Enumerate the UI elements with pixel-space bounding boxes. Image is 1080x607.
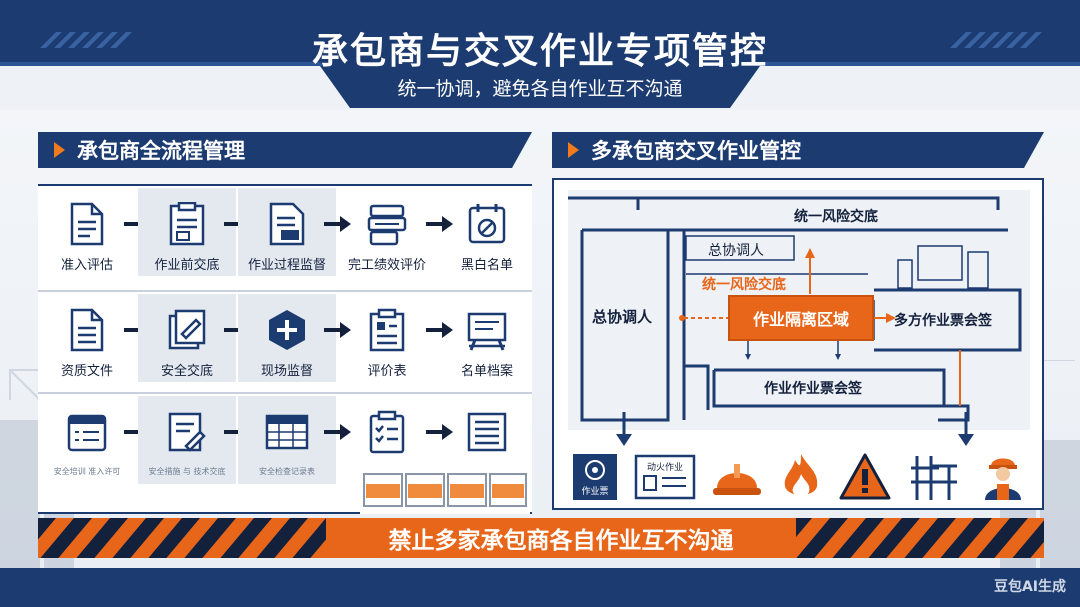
coordinator-label-small: 总协调人 xyxy=(708,243,764,259)
clipboard-checklist-icon xyxy=(365,410,409,454)
flow-step-label: 安全检查记录表 xyxy=(259,467,315,476)
notice-board-icon: 动火作业 xyxy=(632,450,698,504)
flow-step-label: 安全交底 xyxy=(160,364,213,379)
page-title: 承包商与交叉作业专项管控 xyxy=(311,31,768,72)
flow-step-label: 作业过程监督 xyxy=(247,258,326,273)
flow-step: 评价表 xyxy=(338,294,436,382)
isolation-zone-box: 作业隔离区域 xyxy=(728,295,874,341)
evaluation-stack-icon xyxy=(365,202,409,246)
arrow-right-icon xyxy=(324,424,351,440)
evaluation-form-icon xyxy=(365,308,409,352)
flow-row-3: 安全培训 准入许可 安全措施 与 技术交底 安全检查记录表 xyxy=(38,396,532,484)
warning-triangle-icon xyxy=(838,450,892,504)
flow-step-label: 评价表 xyxy=(367,364,407,379)
flow-step: 作业过程监督 xyxy=(238,188,336,276)
unified-risk-label: 统一风险交底 xyxy=(794,209,878,225)
flow-step: 黑白名单 xyxy=(438,188,536,276)
flow-step: 安全交底 xyxy=(138,294,236,382)
roster-board-icon xyxy=(465,308,509,352)
list-document-icon xyxy=(465,410,509,454)
arrow-right-icon xyxy=(426,424,453,440)
left-section-title: 承包商全流程管理 xyxy=(77,139,245,163)
flow-row-2: 资质文件 安全交底 现场监督 评价表 xyxy=(38,294,532,382)
qualification-document-icon xyxy=(65,308,109,352)
unified-risk-label-orange: 统一风险交底 xyxy=(702,277,786,293)
flow-step: 作业前交底 xyxy=(138,188,236,276)
flow-step xyxy=(438,396,536,484)
flow-step: 安全措施 与 技术交底 xyxy=(138,396,236,484)
plan-down-arrows xyxy=(616,412,974,446)
flow-step-label: 完工绩效评价 xyxy=(347,258,426,273)
arrow-bullet-icon xyxy=(54,142,65,158)
blacklist-calendar-icon xyxy=(465,202,509,246)
page-subtitle: 统一协调，避免各自作业互不沟通 xyxy=(397,78,683,100)
briefing-document-icon xyxy=(165,202,209,246)
arrow-right-icon xyxy=(426,216,453,232)
hard-hat-icon xyxy=(710,450,764,504)
flow-step-label: 资质文件 xyxy=(60,364,113,379)
floor-plan-walls xyxy=(568,196,1022,422)
row-divider xyxy=(38,392,532,394)
arrow-right-icon xyxy=(426,322,453,338)
footer-bar xyxy=(0,568,1080,607)
worker-icon xyxy=(976,450,1030,504)
inspection-table-icon xyxy=(265,410,309,454)
flow-step-label: 黑白名单 xyxy=(460,258,513,273)
work-ticket-label: 作业作业票会签 xyxy=(764,381,862,397)
flow-step: 完工绩效评价 xyxy=(338,188,436,276)
header-banner: 承包商与交叉作业专项管控 统一协调，避免各自作业互不沟通 xyxy=(0,0,1080,110)
safety-briefing-icon xyxy=(165,308,209,352)
flow-step-label: 名单档案 xyxy=(460,364,513,379)
coordinator-label-large: 总协调人 xyxy=(592,308,653,326)
flow-step: 资质文件 xyxy=(38,294,136,382)
checklist-document-icon xyxy=(265,202,309,246)
flow-step: 准入评估 xyxy=(38,188,136,276)
cross-operation-panel: 统一风险交底 总协调人 总协调人 统一风险交底 作业隔离区域 多方作业票会签 作… xyxy=(552,178,1044,510)
arrow-right-icon xyxy=(324,322,351,338)
flow-step: 安全检查记录表 xyxy=(238,396,336,484)
document-icon xyxy=(65,202,109,246)
training-calendar-icon xyxy=(65,410,109,454)
fire-icon xyxy=(774,450,828,504)
flow-step: 现场监督 xyxy=(238,294,336,382)
flow-step-label: 现场监督 xyxy=(260,364,313,379)
warning-banner: 禁止多家承包商各自作业互不沟通 xyxy=(38,518,1044,558)
hazard-icon-row: 作业票 动火作业 xyxy=(568,450,1030,506)
arrow-right-icon xyxy=(324,216,351,232)
right-section-heading: 多承包商交叉作业管控 xyxy=(552,132,1044,168)
ai-watermark: 豆包AI生成 xyxy=(993,579,1066,595)
flow-step: 名单档案 xyxy=(438,294,536,382)
flow-step-label: 准入评估 xyxy=(60,258,113,273)
measures-document-icon xyxy=(165,410,209,454)
contractor-flow-panel: 准入评估 作业前交底 作业过程监督 完工绩效评 xyxy=(38,184,532,514)
site-floor-plan: 统一风险交底 总协调人 总协调人 统一风险交底 作业隔离区域 多方作业票会签 作… xyxy=(568,190,1030,430)
flow-row-1: 准入评估 作业前交底 作业过程监督 完工绩效评 xyxy=(38,188,532,276)
left-section-heading: 承包商全流程管理 xyxy=(38,132,532,168)
flow-step-label: 安全措施 与 技术交底 xyxy=(148,467,226,476)
right-section-title: 多承包商交叉作业管控 xyxy=(591,139,801,163)
construction-barrier-graphic xyxy=(360,470,530,514)
flow-step: 安全培训 准入许可 xyxy=(38,396,136,484)
row-divider xyxy=(38,290,532,292)
work-permit-badge-icon: 作业票 xyxy=(568,450,622,504)
arrow-bullet-icon xyxy=(568,142,579,158)
header-background xyxy=(0,0,1080,110)
prohibition-banner-text: 禁止多家承包商各自作业互不沟通 xyxy=(326,518,796,558)
multi-party-ticket-label: 多方作业票会签 xyxy=(894,313,992,329)
scaffold-icon xyxy=(908,450,962,504)
plus-hexagon-icon xyxy=(265,308,309,352)
flow-step xyxy=(338,396,436,484)
flow-step-label: 安全培训 准入许可 xyxy=(53,467,121,476)
flow-step-label: 作业前交底 xyxy=(154,258,220,273)
